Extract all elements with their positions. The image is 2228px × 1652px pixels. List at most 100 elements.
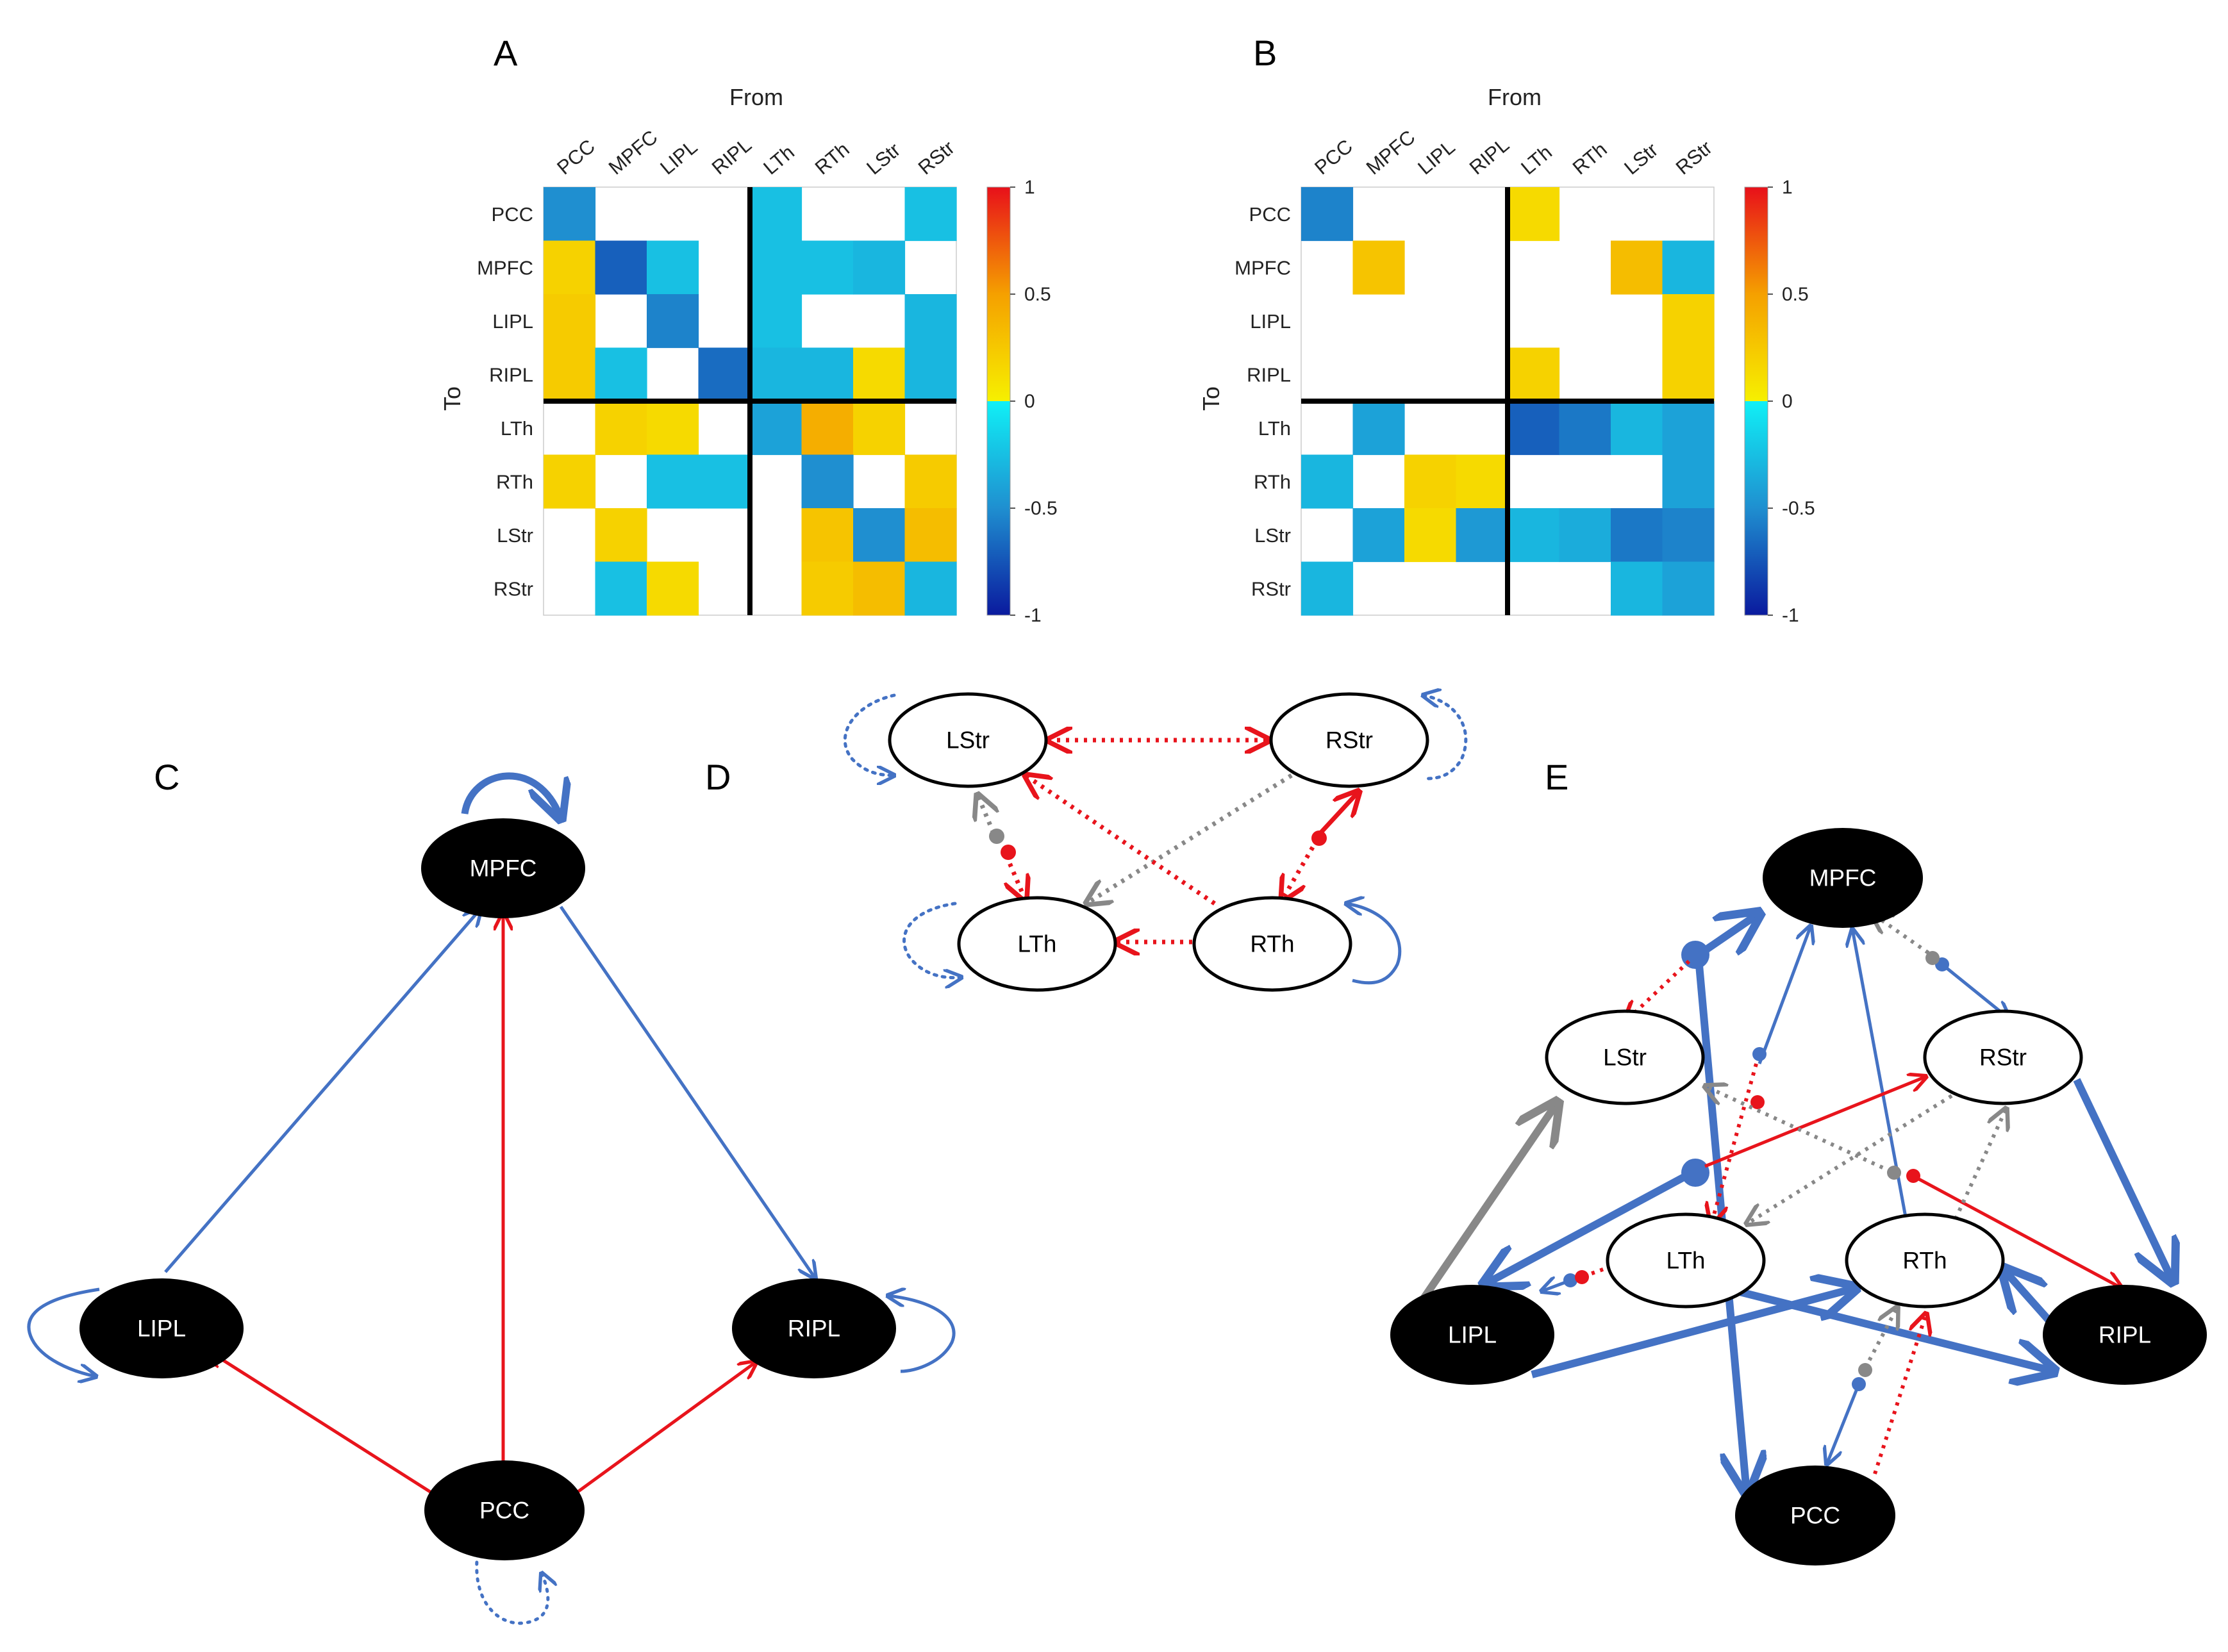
edge-lstr-mpfc xyxy=(1625,913,1759,1022)
node-e-mpfc: MPFC xyxy=(1763,828,1923,928)
node-lstr-label: LStr xyxy=(946,727,990,754)
heatmap-cell xyxy=(647,240,699,295)
node-e-lstr: LStr xyxy=(1545,1009,1705,1105)
node-pcc: PCC xyxy=(424,1460,585,1560)
edge-rstr-to-ripl xyxy=(2073,1078,2173,1282)
node-pcc-label: PCC xyxy=(479,1498,529,1524)
x-tick-label: RIPL xyxy=(708,133,756,179)
edge-lth-to-mpfc xyxy=(1758,926,1811,1064)
x-tick-label: LTh xyxy=(759,141,799,179)
heatmap-cell xyxy=(801,508,854,563)
heatmap-cell xyxy=(750,294,802,349)
node-mpfc: MPFC xyxy=(421,818,585,918)
node-rth-label: RTh xyxy=(1250,931,1294,957)
heatmap-cell xyxy=(1611,561,1663,616)
heatmap-cell xyxy=(698,347,751,402)
heatmap-cell xyxy=(1662,347,1715,402)
x-tick-label: RStr xyxy=(1672,136,1717,179)
node-lipl: LIPL xyxy=(79,1278,244,1378)
panel-a-y-title: To xyxy=(439,386,465,411)
node-ripl-label: RIPL xyxy=(788,1316,840,1342)
y-tick-label: RIPL xyxy=(1247,363,1291,386)
edge-lth-red-dot xyxy=(1750,1095,1765,1109)
colorbar-tick-label: 0.5 xyxy=(1782,284,1809,305)
x-tick-label: RStr xyxy=(914,136,959,179)
node-e-mpfc-label: MPFC xyxy=(1809,865,1877,891)
heatmap-cell xyxy=(544,294,596,349)
heatmap-cell xyxy=(1662,401,1715,456)
panel-b-y-title: To xyxy=(1198,386,1224,411)
x-tick-label: RTh xyxy=(811,138,854,179)
colorbar-tick-label: -0.5 xyxy=(1782,498,1815,519)
y-tick-label: RIPL xyxy=(489,363,533,386)
node-e-pcc: PCC xyxy=(1735,1466,1895,1565)
heatmap-cell xyxy=(750,401,802,456)
panel-d-letter: D xyxy=(705,757,731,797)
edge-pcc-to-rth xyxy=(1873,1314,1926,1474)
edge-mpfc-to-ripl xyxy=(559,905,815,1278)
heatmap-cell xyxy=(1508,347,1560,402)
panel-a-letter: A xyxy=(494,33,518,73)
self-loop-lth xyxy=(902,902,961,978)
node-e-rstr-label: RStr xyxy=(1979,1045,2027,1071)
heatmap-cell xyxy=(853,401,906,456)
heatmap-cell xyxy=(853,240,906,295)
heatmap-cell xyxy=(544,454,596,509)
heatmap-cell xyxy=(904,561,957,616)
y-tick-label: RStr xyxy=(494,577,533,600)
self-loop-ripl xyxy=(888,1296,956,1373)
self-loop-lstr xyxy=(843,693,894,775)
heatmap-cell xyxy=(1508,401,1560,456)
edge-lipl-to-lstr xyxy=(1417,1102,1558,1307)
heatmap-cell xyxy=(904,294,957,349)
node-e-rth-label: RTh xyxy=(1902,1248,1947,1274)
heatmap-cell xyxy=(750,347,802,402)
heatmap-cell xyxy=(1352,401,1405,456)
node-e-rth: RTh xyxy=(1845,1212,2005,1309)
colorbar-tick-label: -0.5 xyxy=(1024,498,1058,519)
x-tick-label: LIPL xyxy=(656,136,701,179)
colorbar-tick-label: 0 xyxy=(1024,391,1035,412)
y-tick-label: LIPL xyxy=(492,310,533,333)
heatmap-cell xyxy=(750,187,802,242)
y-tick-label: MPFC xyxy=(477,256,533,279)
edge-rth-ripl xyxy=(1906,1169,2122,1288)
node-rth: RTh xyxy=(1192,896,1352,992)
heatmap-cell xyxy=(801,561,854,616)
heatmap-cell xyxy=(750,240,802,295)
self-loop-rth xyxy=(1346,904,1402,985)
y-tick-label: MPFC xyxy=(1235,256,1291,279)
node-e-lipl: LIPL xyxy=(1390,1285,1554,1385)
edge-rth-lstr-rstr xyxy=(1705,1086,2006,1228)
colorbar-tick-label: 0.5 xyxy=(1024,284,1051,305)
colorbar-tick-label: 1 xyxy=(1024,177,1035,198)
node-lstr: LStr xyxy=(888,692,1048,788)
panel-c: C MPFC LIPL RIPL PCC xyxy=(27,757,956,1625)
heatmap-cell xyxy=(1456,454,1508,509)
node-rstr: RStr xyxy=(1269,692,1429,788)
heatmap-cell xyxy=(904,187,957,242)
heatmap-cell xyxy=(853,508,906,563)
node-e-pcc-label: PCC xyxy=(1790,1503,1840,1529)
self-loop-rstr xyxy=(1423,695,1468,781)
heatmap-cell xyxy=(595,561,647,616)
heatmap-cell xyxy=(1404,508,1457,563)
heatmap-cell xyxy=(1662,294,1715,349)
edge-lipl-to-mpfc xyxy=(164,909,481,1273)
heatmap-cell xyxy=(1301,187,1354,242)
edge-ripl-to-rth xyxy=(2003,1269,2058,1329)
node-lipl-label: LIPL xyxy=(137,1316,186,1342)
edge-pcc-to-lipl xyxy=(208,1351,444,1501)
y-tick-label: LTh xyxy=(1258,417,1291,440)
node-e-lth-label: LTh xyxy=(1666,1248,1705,1274)
heatmap-cell xyxy=(801,347,854,402)
x-tick-label: RIPL xyxy=(1465,133,1513,179)
node-lth: LTh xyxy=(957,896,1117,992)
panel-e-letter: E xyxy=(1545,757,1568,797)
node-e-ripl-label: RIPL xyxy=(2099,1322,2151,1348)
heatmap-cell xyxy=(544,187,596,242)
heatmap-cell xyxy=(1559,401,1611,456)
